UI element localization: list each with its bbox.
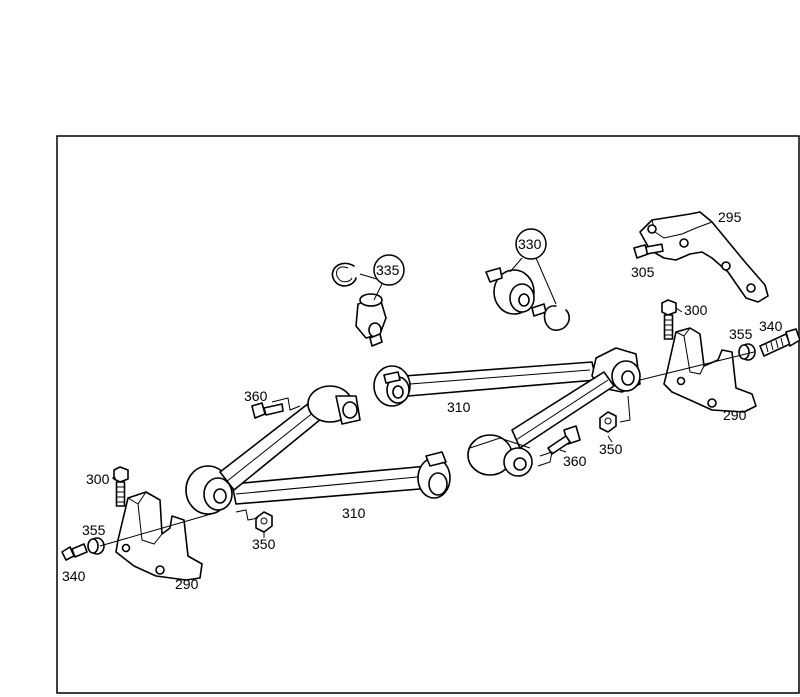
callout-circle-330 [515,228,547,260]
label-310-upper: 310 [447,399,471,415]
label-360-left: 360 [244,388,268,404]
bolt-360-right[interactable] [547,425,581,455]
bolt-300-right[interactable] [661,299,677,340]
circlip-335[interactable] [331,262,357,287]
label-290-right: 290 [723,407,747,423]
bolt-305[interactable] [633,243,664,259]
diagram-frame [56,135,800,694]
label-355-right: 355 [729,326,753,342]
label-335: 335 [376,262,400,278]
control-arm-310-lower[interactable] [185,451,451,515]
label-355-left: 355 [82,522,106,538]
control-arm-diagonal-right[interactable] [467,371,615,477]
label-340-right: 340 [759,318,783,334]
rubber-bushing-330[interactable] [485,267,547,317]
label-310-lower: 310 [342,505,366,521]
control-arm-diagonal-left[interactable] [219,385,361,491]
label-330: 330 [518,236,542,252]
bushing-355-left[interactable] [87,537,105,555]
label-300-left: 300 [86,471,110,487]
control-arm-310-upper[interactable] [373,347,641,407]
label-295: 295 [718,209,742,225]
bolt-340-left[interactable] [61,543,88,561]
circlip-330[interactable] [543,305,570,331]
bolt-360-left[interactable] [251,402,284,419]
label-350-right: 350 [599,441,623,457]
nut-350-left[interactable] [255,511,273,533]
callout-circle-335 [373,254,405,286]
label-350-left: 350 [252,536,276,552]
label-360-right: 360 [563,453,587,469]
label-290-left: 290 [175,576,199,592]
cross-bracket-295[interactable] [639,211,769,303]
bearing-bracket-290-right[interactable] [663,327,757,413]
ball-joint-335[interactable] [355,293,387,347]
bearing-bracket-290-left[interactable] [115,491,203,581]
label-300-right: 300 [684,302,708,318]
label-305: 305 [631,264,655,280]
label-340-left: 340 [62,568,86,584]
bolt-340-right[interactable] [759,328,800,357]
bolt-300-left[interactable] [113,466,129,507]
nut-350-right[interactable] [599,411,617,433]
